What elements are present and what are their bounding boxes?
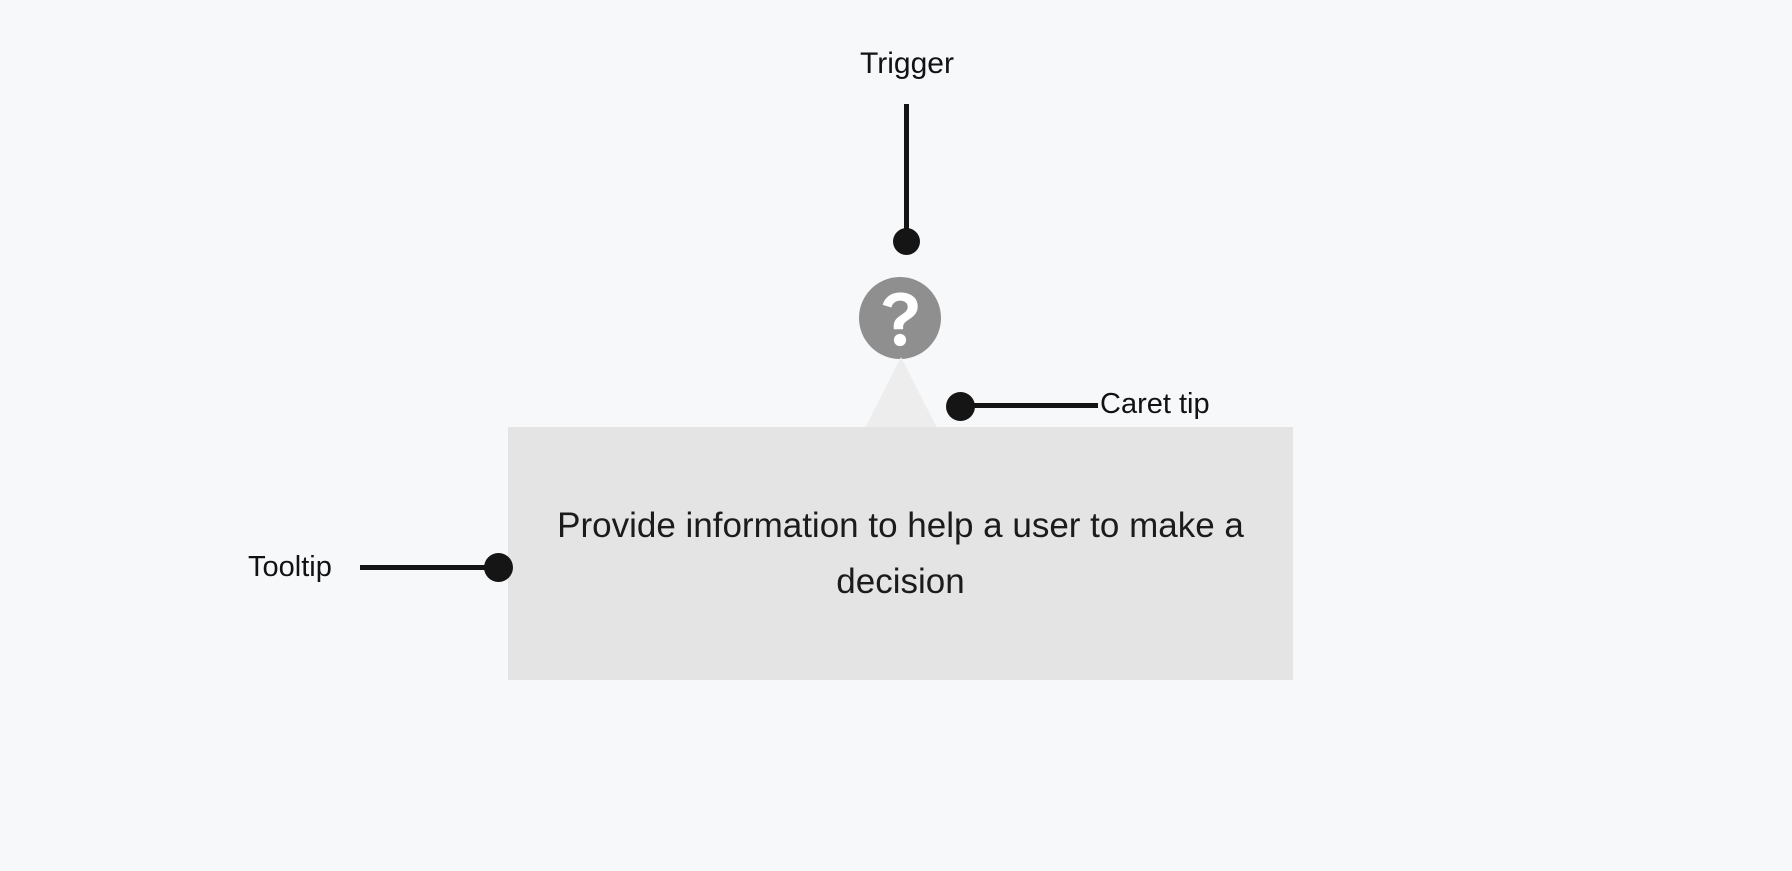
tooltip-caret [865,357,937,428]
callout-label-caret-tip: Caret tip [1100,388,1210,420]
leader-line-trigger [904,104,909,244]
leader-line-caret-tip [970,403,1098,408]
callout-label-trigger: Trigger [860,47,954,80]
leader-line-tooltip [360,565,500,570]
question-mark-circle-icon[interactable] [859,277,941,359]
question-mark-glyph [882,292,918,347]
tooltip-body: Provide information to help a user to ma… [508,427,1293,680]
callout-label-tooltip: Tooltip [248,551,332,583]
leader-dot-trigger [893,228,920,255]
leader-dot-tooltip [484,553,513,582]
tooltip-message: Provide information to help a user to ma… [557,505,1244,601]
